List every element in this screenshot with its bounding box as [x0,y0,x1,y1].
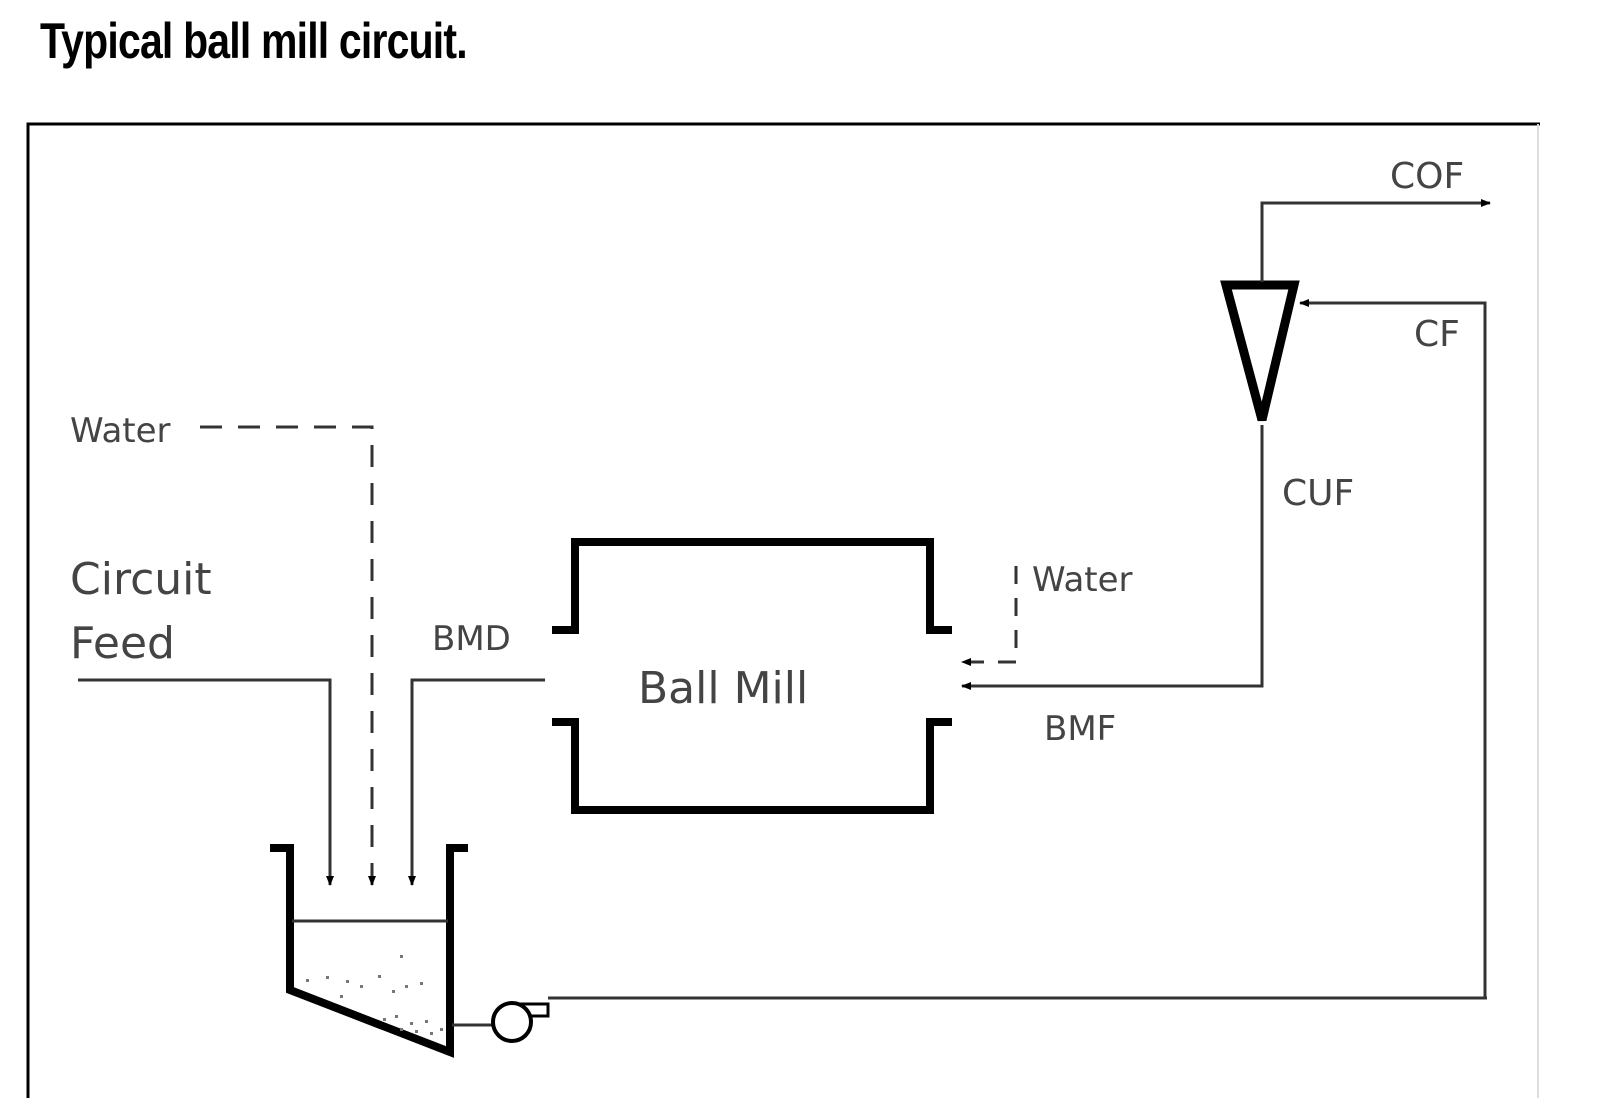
bmd-stream [408,678,545,886]
label-water-right: Water [1032,560,1133,600]
frame-border [26,122,1540,1098]
ball-mill-top [552,538,952,634]
mill-water-stream [961,566,1018,666]
cf-stream [1299,299,1487,998]
circuit-feed-stream [78,678,334,886]
bmf-stream [961,425,1264,690]
ball-mill-bottom [552,718,952,814]
sump-water-stream [200,425,376,886]
pump-discharge [520,1002,550,1018]
cof-stream [1260,199,1491,282]
diagram-title: Typical ball mill circuit. [40,13,468,69]
cyclone [1220,280,1300,422]
label-bmf: BMF [1044,709,1116,749]
sump-tank [270,844,468,1058]
label-circuit-feed-2: Feed [70,618,175,669]
pump [491,1001,533,1043]
label-cof: COF [1390,156,1464,197]
sump-particles [306,955,443,1035]
label-cf: CF [1414,314,1460,355]
label-circuit-feed-1: Circuit [70,554,212,605]
label-cuf: CUF [1282,473,1354,514]
label-water-top: Water [70,411,171,451]
label-ball-mill: Ball Mill [638,663,808,714]
label-bmd: BMD [432,619,511,659]
